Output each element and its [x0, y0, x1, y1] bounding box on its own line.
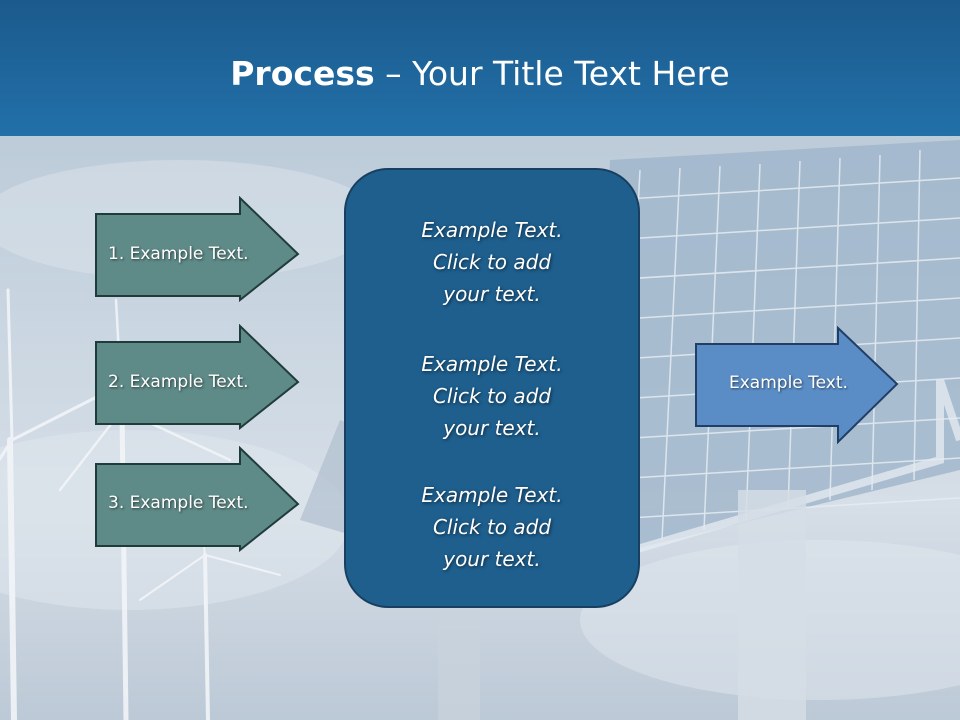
center-paragraph-1-line3: your text. [443, 282, 541, 306]
slide-title: Process – Your Title Text Here [0, 52, 960, 96]
input-arrow-1-label: 1. Example Text. [108, 244, 249, 264]
input-arrow-1[interactable] [94, 196, 300, 302]
center-paragraph-2-line1: Example Text. [421, 352, 563, 376]
output-arrow[interactable] [694, 326, 900, 446]
center-paragraph-3-line3: your text. [443, 547, 541, 571]
center-paragraph-1-line1: Example Text. [421, 218, 563, 242]
title-bar: Process – Your Title Text Here [0, 0, 960, 136]
center-paragraph-1: Example Text. Click to add your text. [346, 214, 638, 310]
title-bold: Process [230, 54, 375, 93]
input-arrow-3-label: 3. Example Text. [108, 493, 249, 513]
center-paragraph-1-line2: Click to add [432, 250, 552, 274]
title-rest: – Your Title Text Here [374, 54, 730, 93]
center-paragraph-3: Example Text. Click to add your text. [346, 479, 638, 575]
center-process-box[interactable]: Example Text. Click to add your text. Ex… [344, 168, 640, 608]
input-arrow-3[interactable] [94, 446, 300, 552]
output-arrow-label: Example Text. [729, 373, 848, 393]
center-paragraph-2: Example Text. Click to add your text. [346, 348, 638, 444]
center-paragraph-2-line3: your text. [443, 416, 541, 440]
center-paragraph-3-line2: Click to add [432, 515, 552, 539]
input-arrow-2[interactable] [94, 324, 300, 430]
center-paragraph-2-line2: Click to add [432, 384, 552, 408]
center-paragraph-3-line1: Example Text. [421, 483, 563, 507]
input-arrow-2-label: 2. Example Text. [108, 372, 249, 392]
